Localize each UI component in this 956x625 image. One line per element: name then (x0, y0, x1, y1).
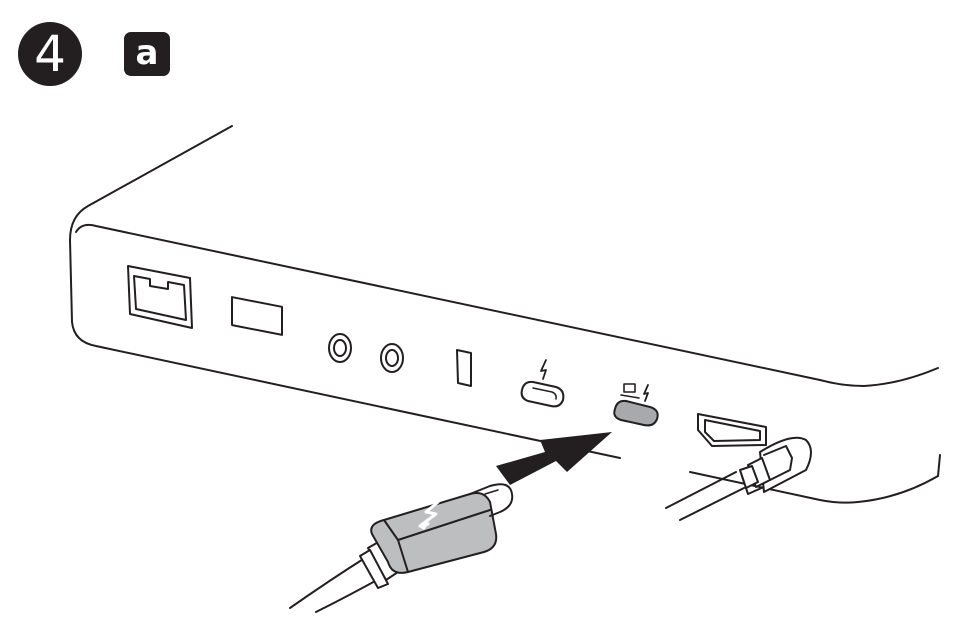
displayport-port (697, 413, 767, 447)
insert-arrow (496, 432, 612, 485)
ethernet-port (127, 265, 193, 329)
thunderbolt-port (520, 380, 565, 408)
audio-jack-2 (380, 343, 404, 373)
dock-body (69, 125, 941, 504)
security-slot (456, 349, 472, 387)
thunderbolt-cable (289, 483, 514, 613)
substep-letter-badge: a (124, 32, 170, 76)
laptop-icon (620, 383, 640, 399)
audio-jack-1 (328, 333, 352, 363)
step-number-badge: 4 (18, 22, 82, 86)
host-thunderbolt-icon (643, 384, 649, 402)
host-thunderbolt-port (613, 399, 659, 427)
power-cable (665, 436, 812, 521)
usb-a-port (231, 296, 283, 336)
thunderbolt-icon (540, 359, 547, 380)
